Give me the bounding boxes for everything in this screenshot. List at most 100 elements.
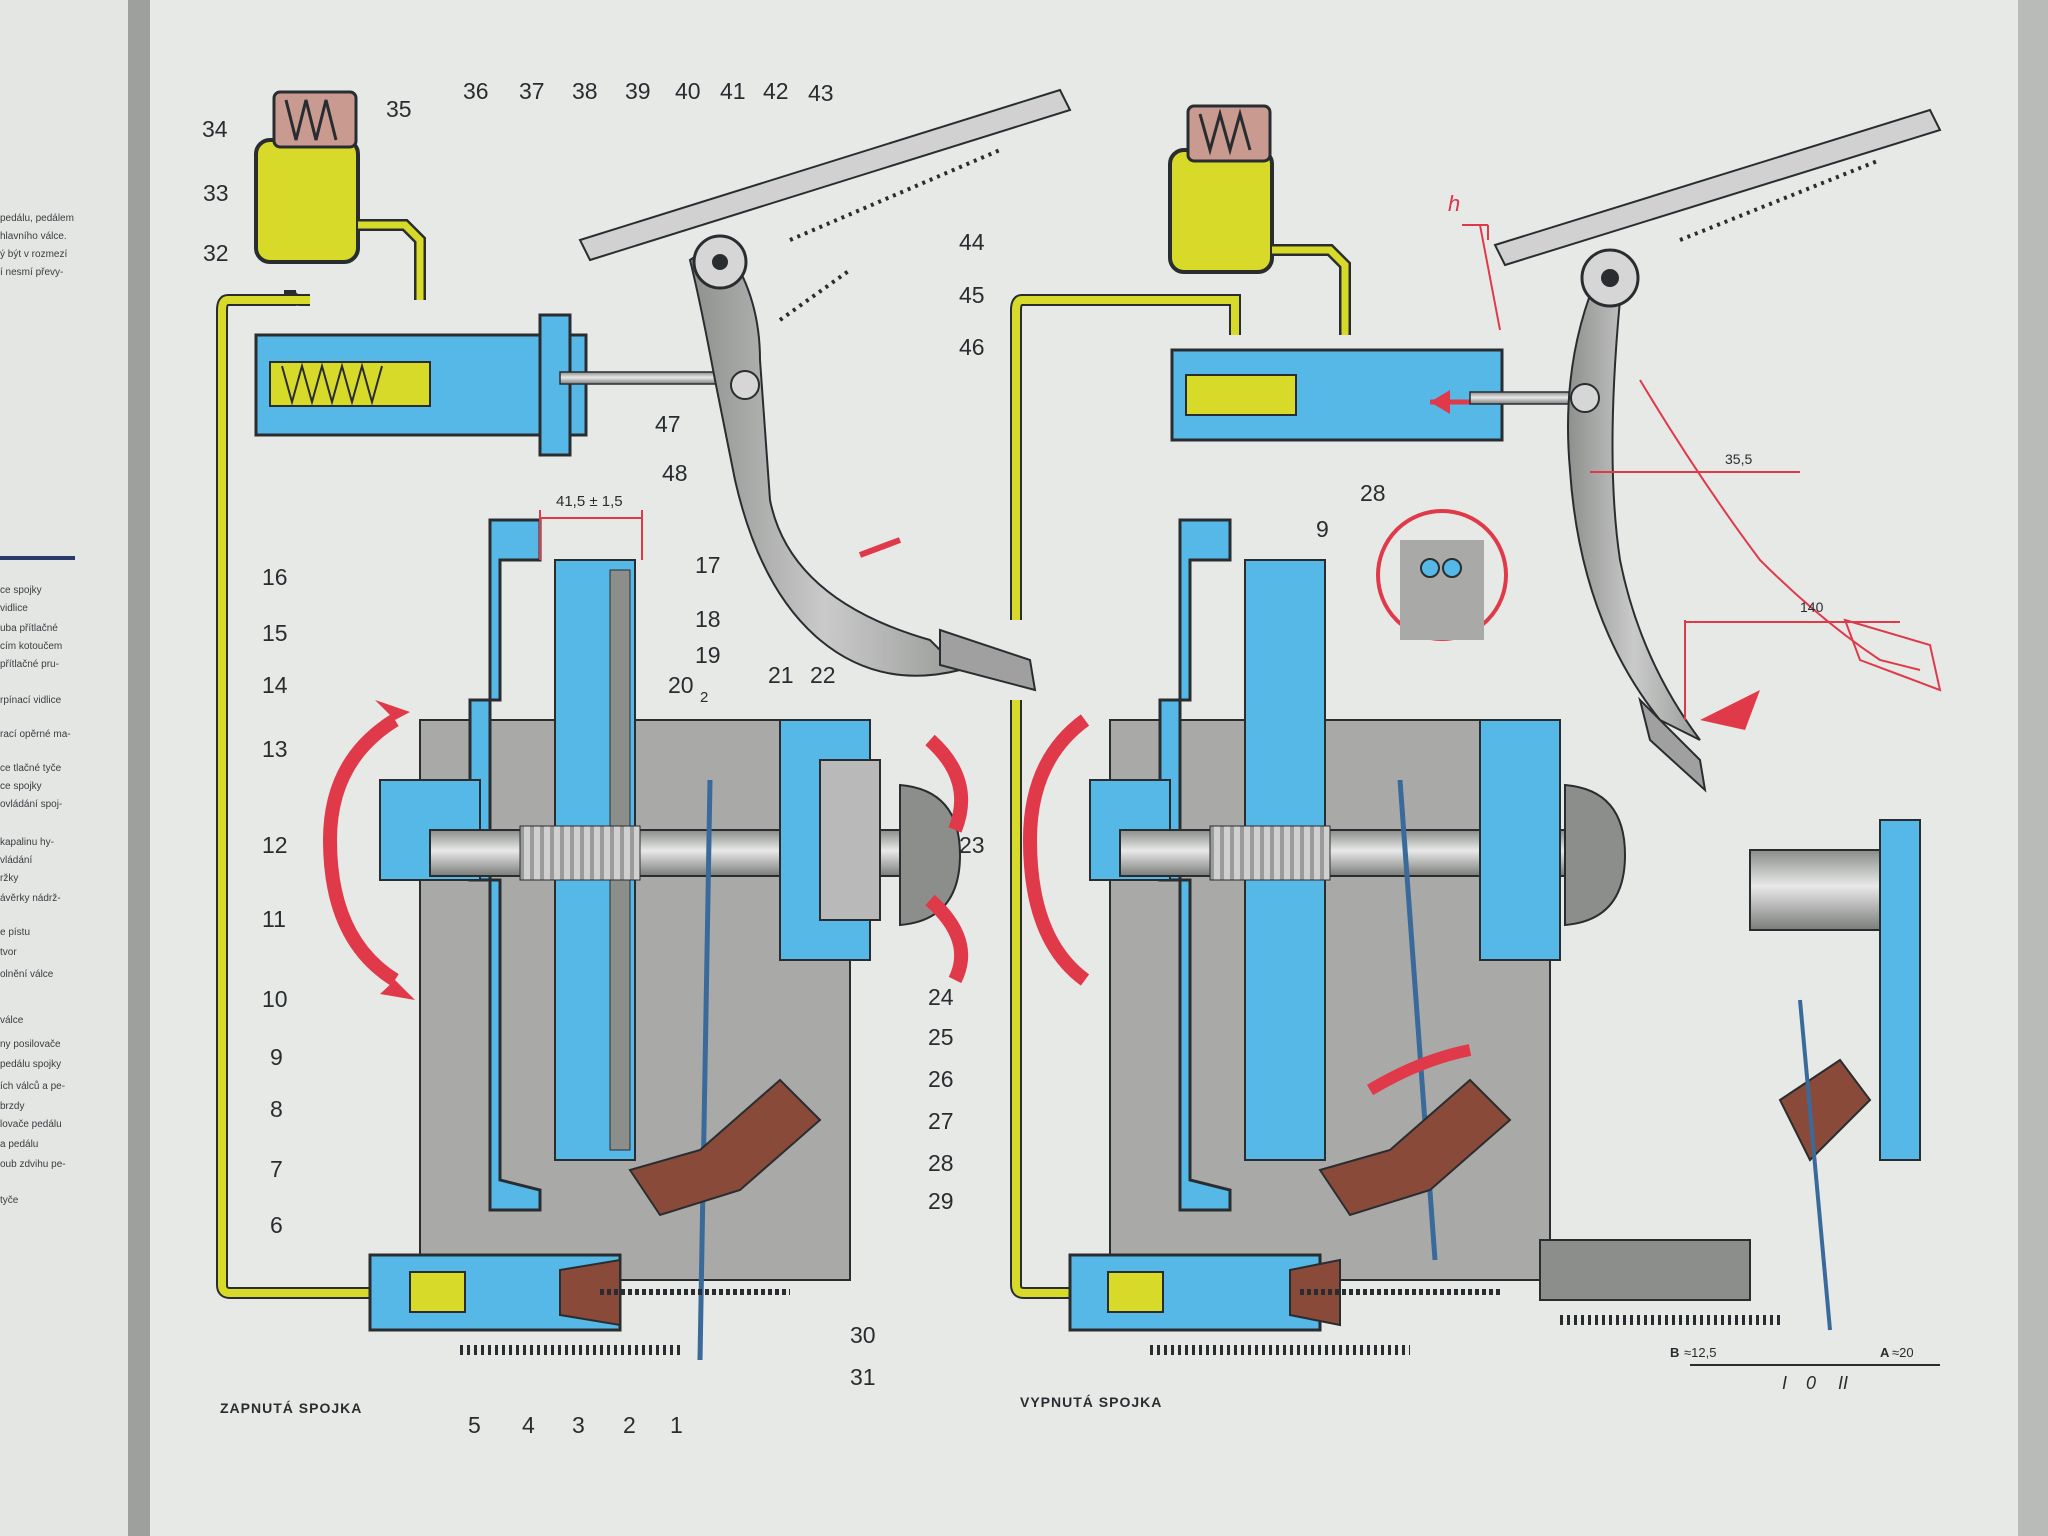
reservoir-right	[1168, 148, 1274, 274]
callout-28: 28	[928, 1150, 954, 1176]
callout-10: 10	[262, 986, 288, 1012]
inset-callout-9: 9	[1316, 516, 1329, 542]
callout-23: 23	[959, 832, 985, 858]
detail-slave	[1539, 1239, 1751, 1301]
reservoir-left	[254, 138, 360, 264]
side-line: rací opěrné ma-	[0, 729, 71, 740]
callout-18: 18	[695, 606, 721, 632]
callout-39: 39	[625, 78, 651, 104]
side-line: hlavního válce.	[0, 231, 67, 242]
callout-41: 41	[720, 78, 746, 104]
dimension-b: B	[1670, 1345, 1680, 1360]
side-line: oub zdvihu pe-	[0, 1159, 66, 1170]
callout-26: 26	[928, 1066, 954, 1092]
dimension-35-5: 35,5	[1725, 451, 1753, 467]
callout-46: 46	[959, 334, 985, 360]
side-line: ce tlačné tyče	[0, 763, 62, 774]
callout-44: 44	[959, 229, 985, 255]
side-line: ích válců a pe-	[0, 1081, 66, 1092]
callout-17: 17	[695, 552, 721, 578]
side-line: rpínací vidlice	[0, 695, 62, 706]
callout-38: 38	[572, 78, 598, 104]
callout-37: 37	[519, 78, 545, 104]
side-line: kapalinu hy-	[0, 837, 54, 848]
side-line: ce spojky	[0, 585, 42, 596]
side-line: cím kotoučem	[0, 641, 63, 652]
caption-disengaged: VYPNUTÁ SPOJKA	[1020, 1394, 1163, 1410]
side-line: tyče	[0, 1195, 19, 1206]
callout-47: 47	[655, 411, 681, 437]
callout-22: 22	[810, 662, 836, 688]
side-line: vládání	[0, 855, 33, 866]
callout-12: 12	[262, 832, 288, 858]
side-line: tvor	[0, 947, 17, 958]
callout-9: 9	[270, 1044, 283, 1070]
callout-5: 5	[468, 1412, 481, 1438]
side-line: lovače pedálu	[0, 1119, 62, 1130]
side-line: a pedálu	[0, 1139, 39, 1150]
callout-29: 29	[928, 1188, 954, 1214]
callout-34: 34	[202, 116, 228, 142]
callout-27: 27	[928, 1108, 954, 1134]
callout-36: 36	[463, 78, 489, 104]
dimension-h: h	[1448, 191, 1461, 216]
callout-43: 43	[808, 80, 834, 106]
caption-engaged: ZAPNUTÁ SPOJKA	[220, 1400, 363, 1416]
callout-1: 1	[670, 1412, 683, 1438]
callout-11: 11	[262, 906, 286, 932]
callout-13: 13	[262, 736, 288, 762]
callout-24: 24	[928, 984, 954, 1010]
side-line: olnění válce	[0, 969, 54, 980]
side-line: e pístu	[0, 927, 31, 938]
callout-45: 45	[959, 282, 985, 308]
clutch-pedal-left	[688, 238, 962, 677]
side-line: přítlačné pru-	[0, 659, 59, 670]
left-page-rule	[0, 556, 75, 560]
callout-6: 6	[270, 1212, 283, 1238]
callout-7: 7	[270, 1156, 283, 1182]
position-ii: II	[1838, 1373, 1849, 1393]
dimension-41-5: 41,5 ± 1,5	[556, 493, 623, 510]
position-i: I	[1782, 1373, 1788, 1393]
callout-8: 8	[270, 1096, 283, 1122]
callout-25: 25	[928, 1024, 954, 1050]
left-page-edge	[0, 0, 150, 1536]
side-line: pedálu spojky	[0, 1059, 62, 1070]
side-line: ce spojky	[0, 781, 42, 792]
callout-15: 15	[262, 620, 288, 646]
callout-14: 14	[262, 672, 288, 698]
dimension-b-value: ≈12,5	[1684, 1345, 1717, 1360]
callout-2: 2	[623, 1412, 636, 1438]
dimension-140: 140	[1800, 599, 1824, 615]
callout-20-subscript: 2	[700, 689, 709, 706]
side-line: brzdy	[0, 1101, 25, 1112]
callout-40: 40	[675, 78, 701, 104]
side-line: uba přítlačné	[0, 623, 58, 634]
dimension-a: A	[1880, 1345, 1890, 1360]
callout-16: 16	[262, 564, 288, 590]
side-line: í nesmí převy-	[0, 267, 64, 278]
callout-19: 19	[695, 642, 721, 668]
position-0: 0	[1806, 1373, 1817, 1393]
side-line: vidlice	[0, 603, 28, 614]
callout-32: 32	[203, 240, 229, 266]
side-line: ý být v rozmezí	[0, 249, 68, 260]
side-line: ržky	[0, 873, 19, 884]
callout-3: 3	[572, 1412, 585, 1438]
callout-48: 48	[662, 460, 688, 486]
side-line: pedálu, pedálem	[0, 213, 74, 224]
side-line: ovládání spoj-	[0, 799, 63, 810]
callout-4: 4	[522, 1412, 535, 1438]
side-line: ávěrky nádrž-	[0, 893, 61, 904]
callout-35: 35	[386, 96, 412, 122]
inset-callout-28: 28	[1360, 480, 1386, 506]
callout-21: 21	[768, 662, 794, 688]
callout-33: 33	[203, 180, 229, 206]
callout-20: 20	[668, 672, 694, 698]
callout-30: 30	[850, 1322, 876, 1348]
callout-31: 31	[850, 1364, 876, 1390]
side-line: válce	[0, 1015, 24, 1026]
callout-42: 42	[763, 78, 789, 104]
side-line: ny posilovače	[0, 1039, 61, 1050]
